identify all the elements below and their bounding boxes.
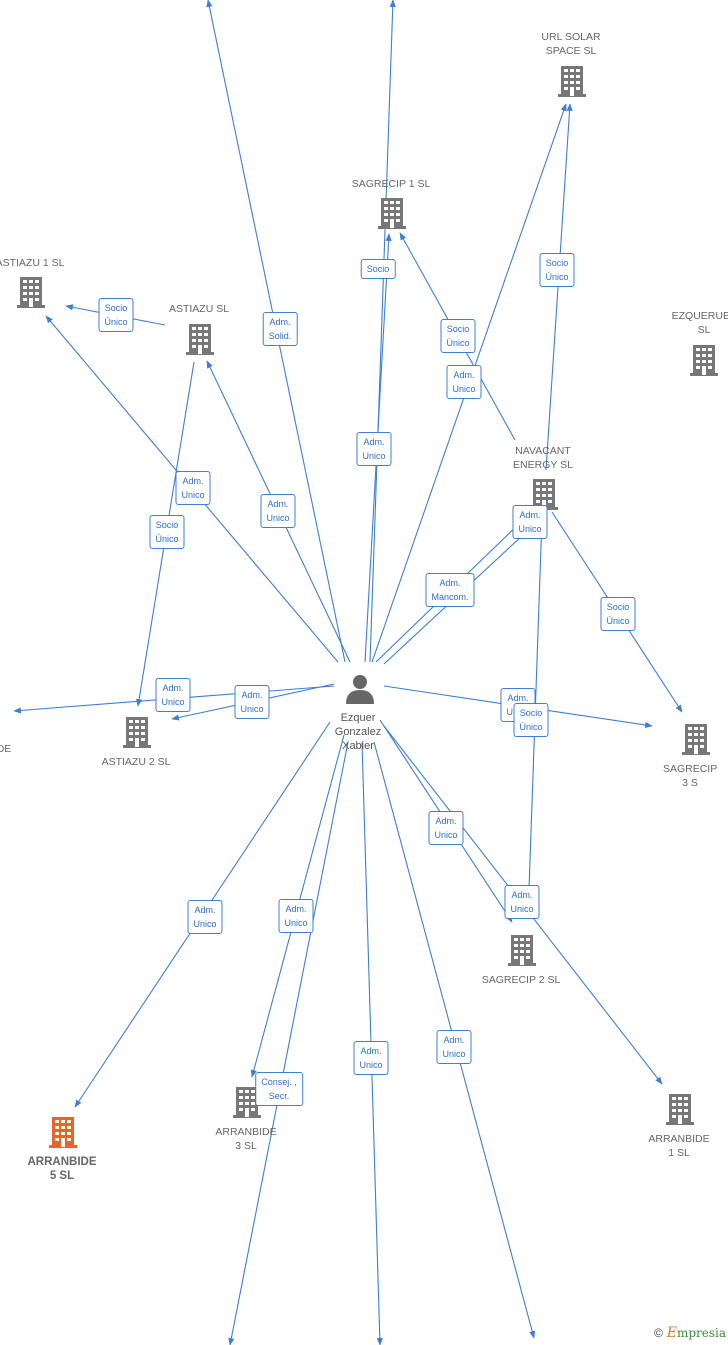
edge-label-e-p-arranbide3-adm[interactable]: Adm. Unico	[278, 899, 314, 933]
edge-e-navacant-url	[545, 103, 573, 471]
edge-e-p-sagrecip1-adm	[369, 0, 396, 663]
company-label-sagrecip1[interactable]: SAGRECIP 1 SL	[351, 178, 431, 190]
building-icon[interactable]	[682, 724, 710, 755]
building-icon[interactable]	[49, 1117, 77, 1148]
edge-label-e-p-left-adm[interactable]: Adm. Unico	[155, 678, 191, 712]
edge-label-e-astiazu-astiazu1[interactable]: Socio Único	[98, 298, 134, 332]
person-icon[interactable]	[346, 675, 374, 704]
edge-label-e-p-arranbide3-consej[interactable]: Consej. , Secr.	[255, 1072, 303, 1106]
footer-brand: © Empresia	[654, 1325, 726, 1341]
edge-label-e-navacant-sagrecip3[interactable]: Socio Único	[600, 597, 636, 631]
edge-label-e-p-sagrecip1-socio[interactable]: Socio	[360, 259, 396, 279]
building-icon[interactable]	[123, 717, 151, 748]
company-label-sagrecip3[interactable]: SAGRECIP 3 S	[662, 763, 718, 789]
brand-name: mpresia	[676, 1326, 726, 1340]
edge-label-e-p-astiazu1-adm[interactable]: Adm. Unico	[175, 471, 211, 505]
edge-label-e-p-arranbide5-adm[interactable]: Adm. Unico	[187, 900, 223, 934]
company-label-arranbide5[interactable]: ARRANBIDE 5 SL	[27, 1156, 97, 1182]
building-icon[interactable]	[690, 345, 718, 376]
edge-label-e-navacant-sagrecip1[interactable]: Socio Único	[440, 319, 476, 353]
company-label-arranbide-left[interactable]: DE	[0, 743, 12, 755]
person-label[interactable]: Ezquer Gonzalez Xabier	[334, 712, 382, 752]
copyright-symbol: ©	[654, 1326, 663, 1340]
company-label-astiazu1[interactable]: ASTIAZU 1 SL	[0, 257, 65, 269]
company-label-astiazu[interactable]: ASTIAZU SL	[168, 303, 230, 315]
company-label-sagrecip2[interactable]: SAGRECIP 2 SL	[481, 974, 561, 986]
building-icon[interactable]	[186, 324, 214, 355]
building-icon[interactable]	[666, 1094, 694, 1125]
edge-label-e-p-top-left[interactable]: Adm. Solid.	[262, 312, 298, 346]
edge-label-e-p-navacant-adm[interactable]: Adm. Unico	[512, 505, 548, 539]
edge-label-e-p-bottom-right[interactable]: Adm. Unico	[436, 1030, 472, 1064]
company-label-arranbide3[interactable]: ARRANBIDE 3 SL	[215, 1126, 277, 1152]
building-icon[interactable]	[17, 277, 45, 308]
edge-label-e-p-sagrecip2-adm[interactable]: Adm. Unico	[428, 811, 464, 845]
edge-label-e-p-arranbide1-adm[interactable]: Adm. Unico	[504, 885, 540, 919]
edge-label-e-navacant-url[interactable]: Socio Único	[539, 253, 575, 287]
building-icon[interactable]	[558, 66, 586, 97]
edge-label-e-p-navacant-manc[interactable]: Adm. Mancom.	[425, 573, 475, 607]
company-label-arranbide1[interactable]: ARRANBIDE 1 SL	[648, 1133, 710, 1159]
brand-initial: E	[666, 1325, 677, 1341]
edge-label-e-navacant-sagrecip2[interactable]: Socio Único	[513, 703, 549, 737]
company-label-ezqueruet[interactable]: EZQUERUET SL	[671, 310, 728, 336]
edge-label-e-p-bottom-mid[interactable]: Adm. Unico	[353, 1041, 389, 1075]
edge-label-e-p-astiazu2-adm[interactable]: Adm. Unico	[234, 685, 270, 719]
building-icon[interactable]	[378, 198, 406, 229]
company-label-url-solar[interactable]: URL SOLAR SPACE SL	[541, 31, 601, 57]
building-icon[interactable]	[508, 935, 536, 966]
edge-e-p-arranbide3-consej	[228, 741, 349, 1345]
company-label-astiazu2[interactable]: ASTIAZU 2 SL	[101, 756, 171, 768]
edge-label-e-astiazu-astiazu2[interactable]: Socio Único	[149, 515, 185, 549]
edge-label-e-p-url-adm[interactable]: Adm. Unico	[446, 365, 482, 399]
edge-label-e-p-sagrecip1-adm[interactable]: Adm. Unico	[356, 432, 392, 466]
edge-label-e-p-astiazu-adm[interactable]: Adm. Unico	[260, 494, 296, 528]
company-label-navacant[interactable]: NAVACANT ENERGY SL	[513, 445, 573, 471]
